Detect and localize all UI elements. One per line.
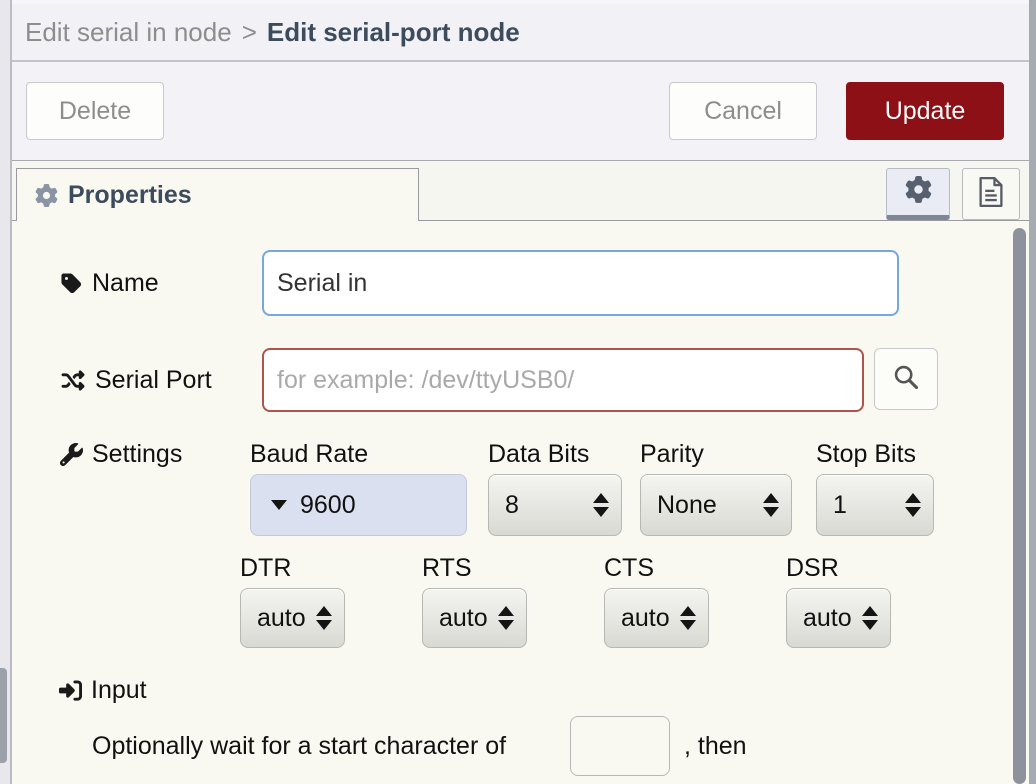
- tray-header: Edit serial in node > Edit serial-port n…: [12, 0, 1029, 62]
- serial-port-input[interactable]: [262, 348, 864, 412]
- breadcrumb-separator: >: [241, 16, 257, 47]
- spinner-arrows-icon: [593, 493, 609, 517]
- dtr-label: DTR: [240, 554, 292, 582]
- serial-port-row: Serial Port: [60, 348, 212, 412]
- tray-toolbar: Delete Cancel Update: [12, 62, 1029, 161]
- background-scrollbar-thumb[interactable]: [0, 668, 7, 763]
- wait-sentence-after: , then: [684, 731, 747, 760]
- tab-side-buttons: [886, 168, 1020, 220]
- spinner-arrows-icon: [905, 493, 921, 517]
- wrench-icon: [60, 442, 83, 466]
- data-bits-select[interactable]: 8: [488, 474, 622, 536]
- name-row: Name: [60, 250, 159, 316]
- rts-label: RTS: [422, 554, 472, 582]
- settings-row: Settings: [60, 440, 182, 468]
- dtr-select[interactable]: auto: [240, 588, 345, 648]
- input-section-label: Input: [59, 676, 147, 705]
- settings-label: Settings: [60, 440, 182, 469]
- stop-bits-value: 1: [833, 490, 847, 519]
- tab-properties[interactable]: Properties: [16, 168, 419, 221]
- tab-bar: Properties: [12, 161, 1029, 221]
- baud-rate-value: 9600: [300, 490, 356, 519]
- delete-button[interactable]: Delete: [26, 82, 164, 140]
- cancel-button[interactable]: Cancel: [669, 82, 817, 140]
- baud-rate-label: Baud Rate: [250, 440, 369, 468]
- breadcrumb-parent[interactable]: Edit serial in node: [25, 16, 232, 47]
- document-icon: [978, 176, 1004, 212]
- sign-in-icon: [59, 679, 82, 702]
- page-right-edge: [1029, 0, 1036, 784]
- tag-icon: [60, 272, 83, 295]
- dsr-label: DSR: [786, 554, 839, 582]
- rts-select[interactable]: auto: [422, 588, 527, 648]
- data-bits-label: Data Bits: [488, 440, 590, 468]
- spinner-arrows-icon: [862, 606, 878, 630]
- dsr-value: auto: [803, 603, 852, 632]
- update-button[interactable]: Update: [846, 82, 1004, 140]
- gear-icon: [905, 176, 932, 208]
- parity-select[interactable]: None: [640, 474, 792, 536]
- spinner-arrows-icon: [763, 493, 779, 517]
- cts-label: CTS: [604, 554, 654, 582]
- name-label: Name: [60, 269, 159, 298]
- node-description-button[interactable]: [962, 168, 1020, 220]
- caret-down-icon: [271, 500, 287, 510]
- dtr-value: auto: [257, 603, 306, 632]
- baud-rate-select[interactable]: 9600: [250, 474, 467, 536]
- stop-bits-label: Stop Bits: [816, 440, 917, 468]
- shuffle-icon: [60, 369, 86, 392]
- gear-icon: [35, 183, 58, 207]
- search-icon: [892, 363, 920, 396]
- breadcrumb-current: Edit serial-port node: [266, 16, 520, 47]
- page-left-gutter: [0, 0, 10, 784]
- rts-value: auto: [439, 603, 488, 632]
- name-input[interactable]: [262, 250, 899, 316]
- serial-port-label: Serial Port: [60, 366, 212, 395]
- input-section-row: Input: [59, 676, 147, 704]
- stop-bits-select[interactable]: 1: [816, 474, 934, 536]
- spinner-arrows-icon: [316, 606, 332, 630]
- wait-sentence-before: Optionally wait for a start character of: [92, 731, 507, 760]
- edit-properties-button[interactable]: [886, 168, 950, 220]
- serial-port-search-button[interactable]: [874, 348, 938, 410]
- spinner-arrows-icon: [498, 606, 514, 630]
- spinner-arrows-icon: [680, 606, 696, 630]
- data-bits-value: 8: [505, 490, 519, 519]
- parity-label: Parity: [640, 440, 704, 468]
- dsr-select[interactable]: auto: [786, 588, 891, 648]
- parity-value: None: [657, 490, 717, 519]
- start-character-input[interactable]: [570, 716, 670, 776]
- cts-value: auto: [621, 603, 670, 632]
- properties-form: Name Serial Port: [12, 221, 1029, 783]
- edit-node-tray: Edit serial in node > Edit serial-port n…: [10, 0, 1029, 784]
- tab-properties-label: Properties: [68, 180, 192, 209]
- cts-select[interactable]: auto: [604, 588, 709, 648]
- tray-scrollbar-thumb[interactable]: [1013, 228, 1026, 784]
